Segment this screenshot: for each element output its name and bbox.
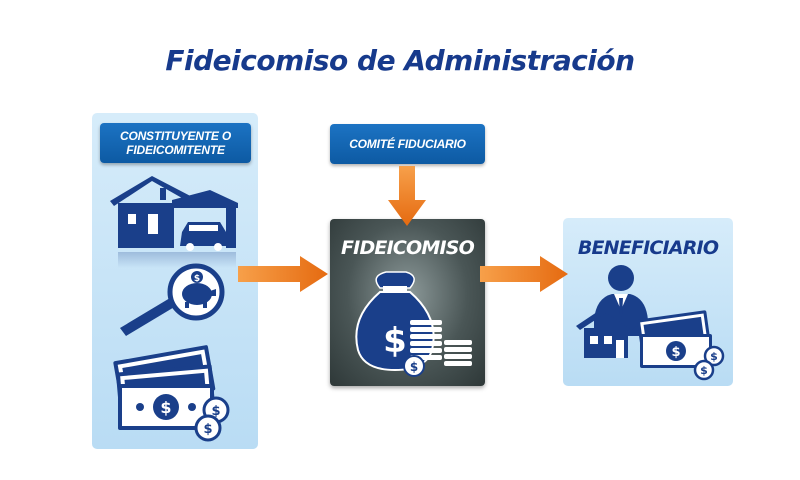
fideicomiso-label: FIDEICOMISO [341, 237, 475, 259]
svg-text:$: $ [211, 404, 220, 419]
svg-text:$: $ [671, 345, 680, 360]
svg-text:$: $ [700, 364, 708, 377]
coin-stacks-icon: $ [403, 320, 472, 377]
arrow-fideicomiso-to-beneficiario [480, 256, 568, 292]
cash-bills-icon: $ $ $ [113, 345, 230, 442]
page-title: Fideicomiso de Administración [165, 44, 635, 77]
svg-text:$: $ [194, 274, 200, 284]
magnifier-piggy-bank-icon: $ [120, 263, 225, 336]
svg-text:$: $ [383, 321, 407, 361]
cash-bills-icon-beneficiario: $ $ $ [637, 310, 725, 381]
svg-text:$: $ [410, 360, 418, 374]
svg-text:$: $ [160, 398, 171, 417]
house-icon [576, 306, 636, 358]
svg-text:$: $ [203, 422, 212, 437]
house-with-car-icon [110, 176, 238, 268]
arrow-comite-to-fideicomiso [388, 166, 426, 226]
comite-label: COMITÉ FIDUCIARIO [330, 124, 485, 164]
constituyente-label: CONSTITUYENTE O FIDEICOMITENTE [100, 123, 251, 163]
beneficiario-label: BENEFICIARIO [577, 237, 719, 259]
arrow-constituyente-to-fideicomiso [238, 256, 328, 292]
svg-text:$: $ [710, 350, 718, 363]
